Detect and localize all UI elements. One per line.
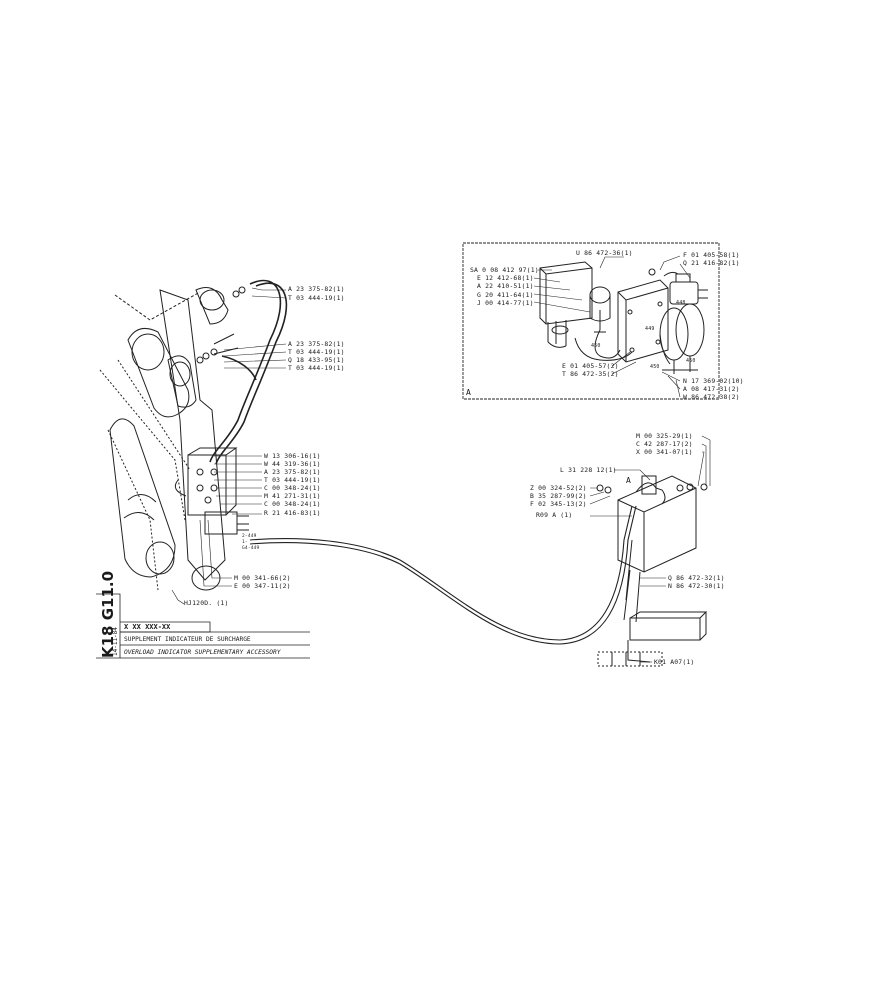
boom-mark: G4-449 [242,546,260,551]
cabin-label: F 02 345-13(2) [530,500,587,508]
detail-leaders [533,255,691,398]
drawing-date: 14-11-84 [112,627,119,656]
boom-label: Q 18 433-95(1) [288,356,345,364]
detail-label: A 22 410-51(1) [477,282,534,290]
cabin-label: N 86 472-30(1) [668,582,725,590]
cabin-label: Q 86 472-32(1) [668,574,725,582]
boom-mark: 2-449 [242,534,257,539]
detail-label: A 08 417-31(2) [683,385,740,393]
cabin-ref: K01 A07(1) [654,658,695,666]
cabin-label: M 00 325-29(1) [636,432,693,440]
boom-label: R 21 416-83(1) [264,509,321,517]
detail-control-box [539,261,633,361]
cabin-ref: R09 A (1) [536,511,573,519]
boom-label: M 00 341-66(2) [234,574,291,582]
boom-label: T 03 444-19(1) [288,294,345,302]
boom-label: E 00 347-11(2) [234,582,291,590]
detail-mark: 450 [686,358,696,364]
boom-label: W 44 319-36(1) [264,460,321,468]
boom-label: A 23 375-82(1) [288,285,345,293]
cabin-label: C 42 287-17(2) [636,440,693,448]
detail-label: SA 0 08 412 97(1) [470,266,539,274]
detail-label: F 01 405-58(1) [683,251,740,259]
cabin-label: X 00 341-07(1) [636,448,693,456]
boom-leaders [171,287,287,605]
boom-label: T 03 444-19(1) [288,364,345,372]
detail-mark: 450 [650,364,660,370]
detail-label: E 12 412-68(1) [477,274,534,282]
detail-label: G 20 411-64(1) [477,291,534,299]
boom-label: A 23 375-82(1) [288,340,345,348]
detail-a-frame [462,242,720,400]
detail-label: E 01 405-57(2) [562,362,619,370]
boom-ref: HJ120D. (1) [184,599,229,607]
detail-mark: 450 [591,343,601,349]
cabin-fittings [596,483,708,494]
detail-label: T 86 472-35(2) [562,370,619,378]
boom-label: W 13 306-16(1) [264,452,321,460]
boom-fittings [196,286,246,364]
detail-mark: 449 [645,326,655,332]
detail-mark: 448 [676,300,686,306]
boom-label: M 41 271-31(1) [264,492,321,500]
boom-structure [99,287,249,591]
cabin-detail-letter: A [626,476,631,485]
boom-label: T 03 444-19(1) [288,348,345,356]
title-block-frame [96,593,310,659]
title-french: SUPPLEMENT INDICATEUR DE SURCHARGE [124,636,251,643]
detail-label: N 17 369-02(10) [683,377,744,385]
detail-a-letter: A [466,388,471,397]
title-english: OVERLOAD INDICATOR SUPPLEMENTARY ACCESSO… [124,649,281,656]
detail-label: U 86 472-36(1) [576,249,633,257]
boom-hoses [209,279,288,465]
cabin-label: L 31 228 12(1) [560,466,617,474]
cabin-assembly [597,475,708,667]
detail-mount-plate [617,268,708,374]
long-hydraulic-line [249,505,637,645]
assembly-part-number: X XX XXX-XX [124,623,171,631]
boom-label: C 00 348-24(1) [264,500,321,508]
boom-label: A 23 375-82(1) [264,468,321,476]
boom-label: T 03 444-19(1) [264,476,321,484]
cabin-label: Z 00 324-52(2) [530,484,587,492]
cabin-leaders [589,435,711,663]
boom-label: C 00 348-24(1) [264,484,321,492]
boom-mark: 1- [242,540,248,545]
cabin-label: B 35 287-99(2) [530,492,587,500]
detail-label: W 86 472-38(2) [683,393,740,401]
detail-label: Q 21 416-82(1) [683,259,740,267]
detail-label: J 00 414-77(1) [477,299,534,307]
